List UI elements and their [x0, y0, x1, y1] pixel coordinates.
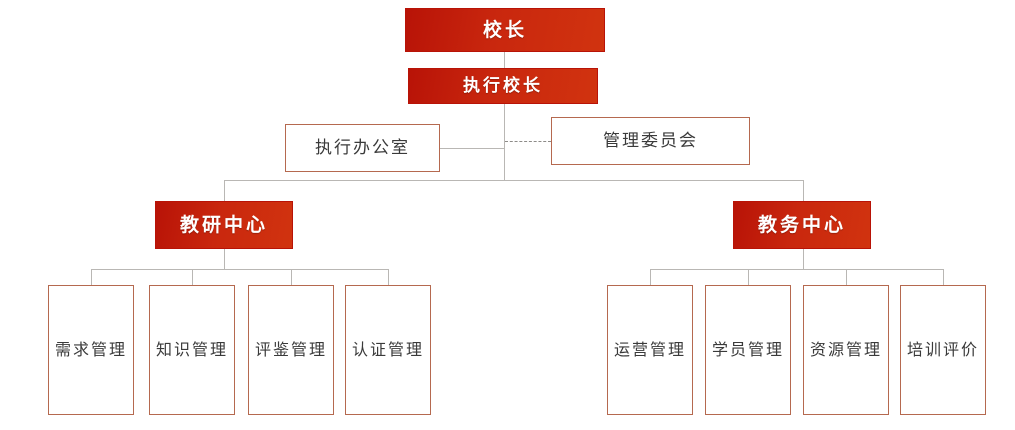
node-vice-principal[interactable]: 执行校长 [408, 68, 598, 104]
connector-right-leaf-bus [650, 269, 943, 270]
connector-left-leaf-drop-3 [291, 269, 292, 285]
connector-left-leaf-drop-2 [192, 269, 193, 285]
node-academic-center[interactable]: 教务中心 [733, 201, 871, 249]
connector-vice-spine [504, 104, 505, 180]
node-resource-management[interactable]: 资源管理 [803, 285, 889, 415]
connector-committee-dashed [505, 141, 551, 142]
node-student-management[interactable]: 学员管理 [705, 285, 791, 415]
connector-bus-to-research-center [224, 180, 225, 201]
connector-research-center-drop [224, 249, 225, 269]
connector-left-leaf-drop-4 [388, 269, 389, 285]
connector-left-leaf-bus [91, 269, 388, 270]
node-evaluation-management[interactable]: 评鉴管理 [248, 285, 334, 415]
node-training-evaluation[interactable]: 培训评价 [900, 285, 986, 415]
node-demand-management[interactable]: 需求管理 [48, 285, 134, 415]
connector-academic-center-drop [803, 249, 804, 269]
connector-right-leaf-drop-1 [650, 269, 651, 285]
connector-bus-to-academic-center [803, 180, 804, 201]
node-certification-management[interactable]: 认证管理 [345, 285, 431, 415]
connector-office-to-spine [440, 148, 505, 149]
connector-level4-bus [224, 180, 804, 181]
connector-right-leaf-drop-4 [943, 269, 944, 285]
connector-principal-to-vice [504, 52, 505, 68]
node-operations-management[interactable]: 运营管理 [607, 285, 693, 415]
node-knowledge-management[interactable]: 知识管理 [149, 285, 235, 415]
node-research-center[interactable]: 教研中心 [155, 201, 293, 249]
connector-left-leaf-drop-1 [91, 269, 92, 285]
connector-right-leaf-drop-3 [846, 269, 847, 285]
connector-right-leaf-drop-2 [748, 269, 749, 285]
node-executive-office[interactable]: 执行办公室 [285, 124, 440, 172]
node-principal[interactable]: 校长 [405, 8, 605, 52]
node-management-committee[interactable]: 管理委员会 [551, 117, 750, 165]
